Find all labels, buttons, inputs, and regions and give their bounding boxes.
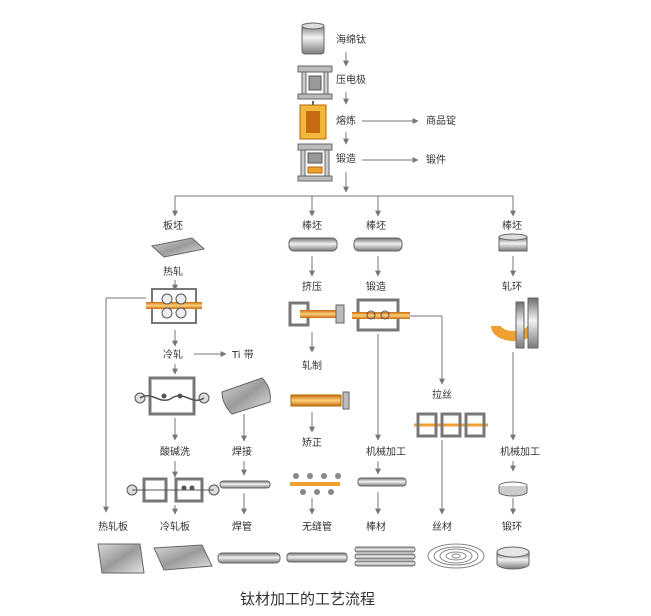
welded-tube-semi-icon (219, 480, 271, 489)
label-rolled: 轧制 (302, 359, 322, 372)
label-ingot: 商品锭 (426, 114, 456, 127)
label-melting: 熔炼 (336, 114, 356, 127)
label-forged-part: 锻件 (426, 153, 446, 166)
hot-rolling-mill-icon (146, 288, 202, 324)
label-seamless: 无缝管 (302, 520, 332, 533)
label-welded-tube: 焊管 (232, 520, 252, 533)
bar-billet-icon (288, 237, 338, 252)
hot-plate-branch-line (103, 297, 146, 513)
label-electrode: 压电极 (336, 73, 366, 86)
label-drawing: 拉丝 (432, 388, 452, 401)
label-ring-rolling: 轧环 (502, 280, 522, 293)
label-bar1: 棒坯 (302, 219, 322, 232)
cold-rolling-mill-icon (126, 477, 220, 503)
tube-rolling-icon (290, 391, 350, 410)
branch-connector (172, 195, 516, 217)
wire-drawing-icon (414, 412, 488, 438)
slab-icon (150, 237, 206, 258)
label-sponge: 海绵钛 (336, 33, 366, 46)
label-forged-ring: 锻环 (502, 520, 522, 533)
hot-plate-icon (97, 543, 145, 574)
label-forging: 锻造 (336, 152, 356, 165)
bar-product-icon (354, 546, 416, 567)
label-ti-strip: Ti 带 (231, 349, 254, 361)
label-pickling: 酸碱洗 (160, 445, 190, 458)
ring-rolling-icon (491, 297, 539, 349)
sponge-titanium-icon (301, 22, 325, 55)
label-machining1: 机械加工 (366, 445, 406, 458)
label-forging2: 锻造 (366, 280, 386, 293)
wire-coil-icon (427, 543, 485, 569)
label-bar2: 棒坯 (366, 219, 386, 232)
label-straighten: 矫正 (302, 436, 322, 449)
welded-tube-icon (217, 552, 281, 564)
label-hot-plate: 热轧板 (98, 520, 128, 533)
label-bar3: 棒坯 (502, 219, 522, 232)
label-slab: 板坯 (163, 219, 183, 232)
bar-machined-icon (357, 477, 407, 487)
forging-press-icon (297, 143, 333, 182)
bar-forging-icon (352, 298, 410, 332)
extrusion-press-icon (288, 301, 345, 327)
forged-ring-icon (496, 546, 530, 570)
label-welding: 焊接 (232, 445, 252, 458)
seamless-tube-icon (286, 552, 348, 563)
diagram-caption: 钛材加工的工艺流程 (240, 590, 375, 608)
round-billet-icon (498, 233, 528, 252)
electrode-press-icon (297, 65, 333, 100)
label-bar-product: 棒材 (366, 520, 386, 533)
melting-furnace-icon (299, 101, 327, 140)
welding-sheet-icon (221, 377, 271, 415)
label-hot-rolling: 热轧 (163, 265, 183, 278)
bar-billet-icon (353, 237, 403, 252)
pickling-line-icon (134, 376, 210, 416)
label-extrusion: 挤压 (302, 280, 322, 293)
label-cold-rolling: 冷轧 (163, 348, 183, 361)
machined-ring-icon (498, 481, 528, 497)
label-cold-plate: 冷轧板 (160, 520, 190, 533)
label-wire: 丝材 (432, 520, 452, 533)
label-machining2: 机械加工 (500, 445, 540, 458)
cold-plate-icon (153, 544, 213, 571)
straightener-icon (290, 473, 341, 495)
